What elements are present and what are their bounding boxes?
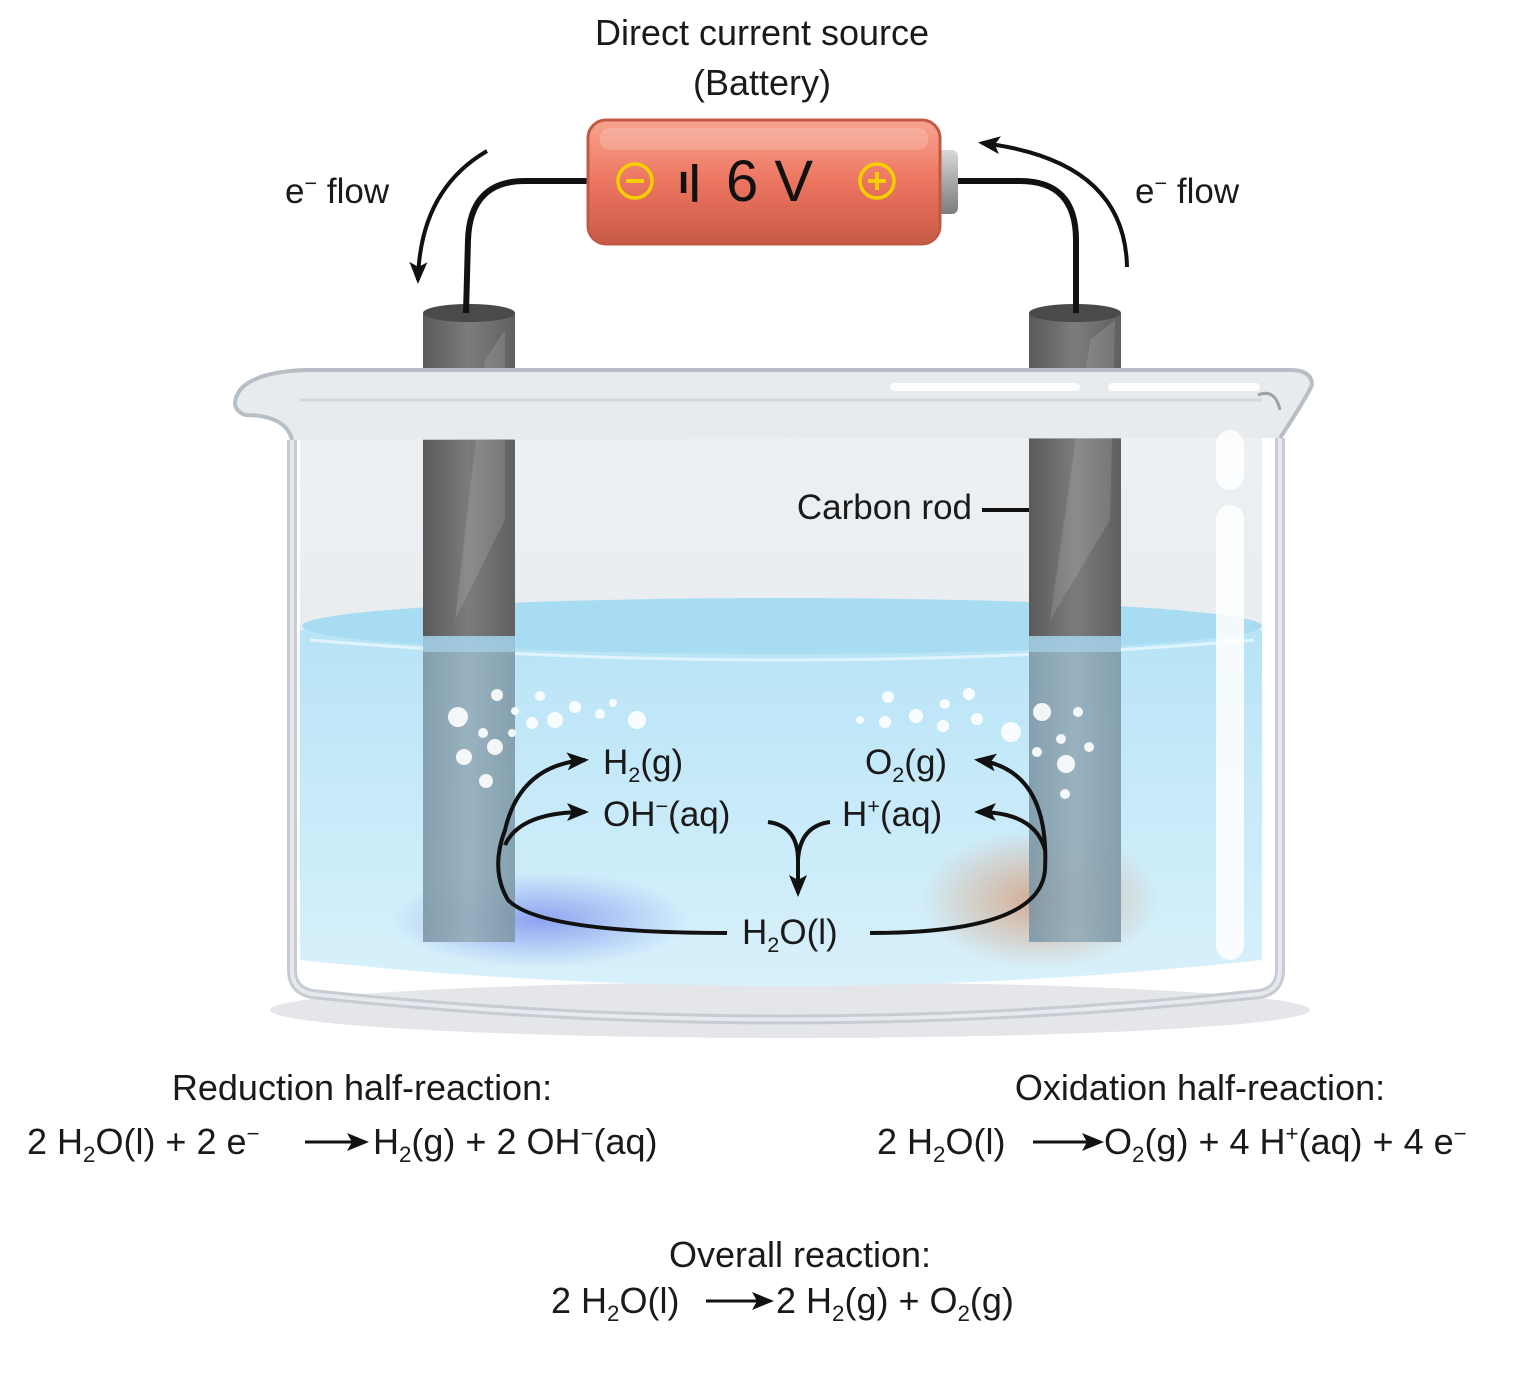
oxidation-equation-right: O2(g) + 4 H+(aq) + 4 e−	[1104, 1121, 1467, 1168]
beaker	[233, 368, 1314, 1025]
reduction-heading: Reduction half-reaction:	[171, 1067, 553, 1108]
reduction-equation-left: 2 H2O(l) + 2 e−	[27, 1121, 260, 1168]
overall-heading: Overall reaction:	[668, 1234, 932, 1275]
plus-circle-icon	[858, 162, 896, 200]
reaction-cycle-arrows	[496, 752, 1048, 935]
battery-voltage: 6 V	[726, 149, 814, 214]
left-carbon-rod	[423, 304, 515, 942]
water-label: H2O(l)	[742, 913, 838, 957]
minus-circle-icon	[616, 162, 654, 200]
oxidation-equation-left: 2 H2O(l)	[877, 1121, 1006, 1168]
hydroxide-label: OH−(aq)	[603, 793, 731, 834]
battery	[586, 118, 958, 246]
carbon-rod-label: Carbon rod	[796, 488, 972, 527]
reduction-equation-right: H2(g) + 2 OH−(aq)	[373, 1121, 658, 1168]
right-electron-flow-label: e− flow	[1135, 170, 1240, 211]
overall-equation-right: 2 H2(g) + O2(g)	[776, 1280, 1014, 1327]
overall-equation-left: 2 H2O(l)	[551, 1280, 680, 1327]
water-surface	[302, 598, 1262, 654]
battery-body	[586, 118, 942, 246]
right-wire	[955, 178, 1079, 313]
oxidation-heading: Oxidation half-reaction:	[1014, 1067, 1386, 1108]
left-electron-flow-label: e− flow	[285, 170, 390, 211]
battery-title-line1: Direct current source	[594, 12, 930, 53]
left-wire	[463, 178, 588, 314]
o2-gas-label: O2(g)	[865, 743, 948, 787]
battery-title-line2: (Battery)	[692, 62, 832, 103]
left-electron-flow-arrow	[409, 149, 489, 284]
battery-cell-symbol: ı|	[678, 158, 701, 202]
h2-gas-label: H2(g)	[603, 743, 684, 787]
gas-bubbles	[448, 688, 1094, 799]
beaker-shadow	[270, 982, 1310, 1038]
hydrogen-ion-label: H+(aq)	[842, 793, 943, 834]
right-electron-flow-arrow	[978, 136, 1129, 268]
